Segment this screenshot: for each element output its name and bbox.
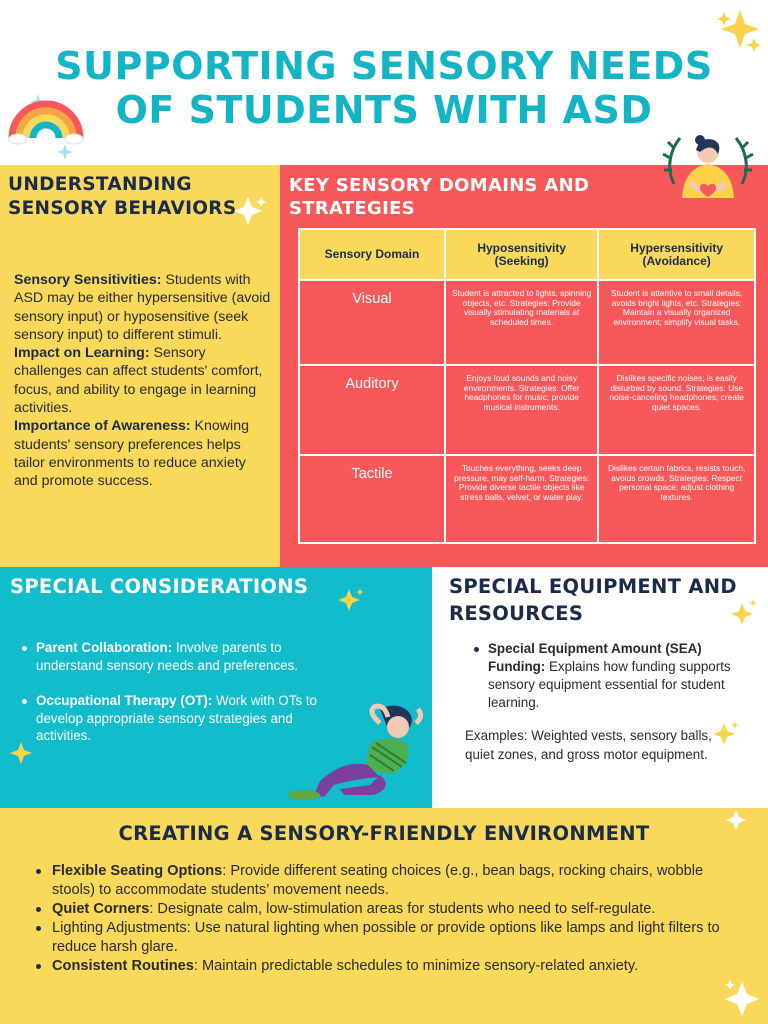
title-line-1: SUPPORTING SENSORY NEEDS xyxy=(55,44,713,88)
sparkle-icon xyxy=(725,980,759,1016)
sparkle-icon xyxy=(338,588,364,611)
table-header-row: Sensory Domain Hyposensitivity (Seeking)… xyxy=(298,228,756,281)
item-text: : Provide different seating choices (e.g… xyxy=(52,863,704,898)
column-header: Sensory Domain xyxy=(298,228,446,281)
item-text: Sensory challenges can affect students' … xyxy=(14,345,263,417)
environment-heading: CREATING A SENSORY-FRIENDLY ENVIRONMENT xyxy=(118,822,650,845)
domains-panel: KEY SENSORY DOMAINS AND STRATEGIES Senso… xyxy=(280,165,768,567)
hyper-cell: Dislikes specific noises; is easily dist… xyxy=(597,364,756,456)
item-term: Sensory Sensitivities: xyxy=(14,272,162,288)
item-term: Parent Collaboration: xyxy=(36,640,173,655)
list-item: Flexible Seating Options: Provide differ… xyxy=(36,862,736,900)
rainbow-icon xyxy=(8,94,84,160)
page-title: SUPPORTING SENSORY NEEDS OF STUDENTS WIT… xyxy=(0,44,768,132)
equipment-heading: SPECIAL EQUIPMENT AND RESOURCES xyxy=(449,575,737,625)
environment-panel: CREATING A SENSORY-FRIENDLY ENVIRONMENT … xyxy=(0,808,768,1024)
table-row: Tactile Touches everything, seeks deep p… xyxy=(298,454,756,544)
sparkle-icon xyxy=(234,197,266,225)
item-text: Lighting Adjustments: Use natural lighti… xyxy=(52,920,720,955)
list-item: Parent Collaboration: Involve parents to… xyxy=(22,639,332,674)
item-term: Occupational Therapy (OT): xyxy=(36,693,213,708)
item-text: : Maintain predictable schedules to mini… xyxy=(193,958,639,974)
item-term: Importance of Awareness: xyxy=(14,418,191,435)
person-reclining-illustration xyxy=(288,703,424,800)
list-item: Quiet Corners: Designate calm, low-stimu… xyxy=(36,900,736,919)
title-line-2: OF STUDENTS WITH ASD xyxy=(115,88,653,132)
domains-heading: KEY SENSORY DOMAINS AND STRATEGIES xyxy=(289,175,590,219)
list-item: Importance of Awareness: Knowing student… xyxy=(14,417,272,490)
hyper-cell: Student is attentive to small details, a… xyxy=(597,279,756,366)
sparkle-icon xyxy=(10,742,32,764)
column-header: Hypersensitivity (Avoidance) xyxy=(597,228,756,281)
equipment-panel: SPECIAL EQUIPMENT AND RESOURCES Special … xyxy=(432,567,768,808)
item-text: Explains how funding supports sensory eq… xyxy=(488,659,731,710)
special-list: Parent Collaboration: Involve parents to… xyxy=(22,639,332,763)
environment-list: Flexible Seating Options: Provide differ… xyxy=(36,862,736,976)
equipment-examples: Examples: Weighted vests, sensory balls,… xyxy=(465,728,712,762)
item-text: Work with OTs to develop appropriate sen… xyxy=(36,693,317,743)
special-heading: SPECIAL CONSIDERATIONS xyxy=(10,575,309,598)
hyper-cell: Dislikes certain fabrics, resists touch,… xyxy=(597,454,756,544)
hypo-cell: Touches everything, seeks deep pressure,… xyxy=(443,454,600,544)
list-item: Lighting Adjustments: Use natural lighti… xyxy=(36,919,736,957)
item-term: Consistent Routines xyxy=(52,958,194,974)
list-item: Impact on Learning: Sensory challenges c… xyxy=(14,344,272,417)
list-item: Special Equipment Amount (SEA) Funding: … xyxy=(474,640,744,712)
understanding-body: Sensory Sensitivities: Students with ASD… xyxy=(14,271,272,491)
table-row: Auditory Enjoys loud sounds and noisy en… xyxy=(298,364,756,456)
item-term: Quiet Corners xyxy=(52,901,150,917)
column-header: Hyposensitivity (Seeking) xyxy=(443,228,600,281)
domain-cell: Visual xyxy=(298,279,446,366)
list-item: Sensory Sensitivities: Students with ASD… xyxy=(14,271,272,344)
sparkle-icon xyxy=(713,721,739,745)
sparkle-icon xyxy=(731,599,757,625)
hypo-cell: Enjoys loud sounds and noisy environment… xyxy=(443,364,600,456)
domain-cell: Auditory xyxy=(298,364,446,456)
understanding-panel: UNDERSTANDING SENSORY BEHAVIORS Sensory … xyxy=(0,165,280,567)
table-row: Visual Student is attracted to lights, s… xyxy=(298,279,756,366)
special-considerations-panel: SPECIAL CONSIDERATIONS Parent Collaborat… xyxy=(0,567,432,808)
understanding-heading: UNDERSTANDING SENSORY BEHAVIORS xyxy=(8,174,237,219)
item-term: Impact on Learning: xyxy=(14,345,150,362)
sensory-table: Sensory Domain Hyposensitivity (Seeking)… xyxy=(298,228,756,544)
list-item: Consistent Routines: Maintain predictabl… xyxy=(36,957,736,976)
sparkle-icon xyxy=(726,810,746,830)
item-term: Special Equipment Amount (SEA) Funding: xyxy=(488,641,702,674)
person-hugging-heart-illustration xyxy=(662,135,754,198)
item-text: Knowing students' sensory preferences he… xyxy=(14,418,249,490)
domain-cell: Tactile xyxy=(298,454,446,544)
equipment-list: Special Equipment Amount (SEA) Funding: … xyxy=(474,640,744,712)
sparkle-icon xyxy=(717,10,761,52)
item-text: Involve parents to understand sensory ne… xyxy=(36,640,299,673)
item-term: Flexible Seating Options xyxy=(52,863,223,879)
hypo-cell: Student is attracted to lights, spinning… xyxy=(443,279,600,366)
item-text: Students with ASD may be either hypersen… xyxy=(14,272,271,343)
item-text: : Designate calm, low-stimulation areas … xyxy=(149,901,656,917)
list-item: Occupational Therapy (OT): Work with OTs… xyxy=(22,692,332,745)
